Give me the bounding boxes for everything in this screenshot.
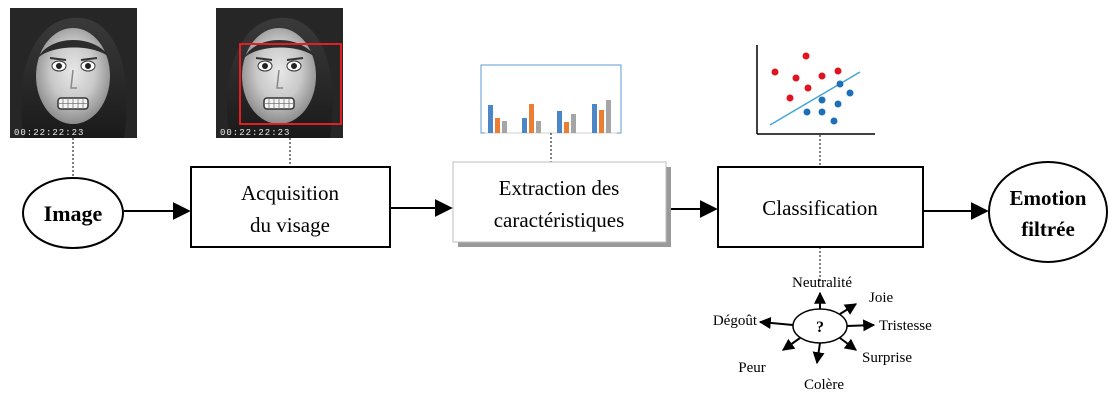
face-photo-2: 00:22:22:23 xyxy=(216,8,343,138)
bar-chart-icon xyxy=(480,64,622,134)
face-photo-1: 00:22:22:23 xyxy=(10,8,137,138)
flow-arrows xyxy=(124,199,989,220)
emotion-wheel-center: ? xyxy=(816,319,824,336)
acquisition-node: Acquisition du visage xyxy=(190,166,391,248)
emotion-output-node: Emotion filtrée xyxy=(988,161,1108,263)
face-detection-box xyxy=(239,43,342,125)
acquisition-label-line2: du visage xyxy=(250,213,330,237)
emotion-label: Colère xyxy=(804,377,844,393)
timecode-2: 00:22:22:23 xyxy=(220,128,290,138)
emotion-label: Surprise xyxy=(862,350,912,366)
emotion-output-line2: filtrée xyxy=(1021,217,1075,241)
acquisition-label-line1: Acquisition xyxy=(241,181,339,205)
emotion-label: Joie xyxy=(869,290,894,306)
emotion-label: Peur xyxy=(738,360,766,376)
timecode-1: 00:22:22:23 xyxy=(14,128,84,138)
extraction-label-line1: Extraction des xyxy=(499,176,620,200)
dashed-connectors xyxy=(72,133,821,283)
classification-node: Classification xyxy=(717,166,924,248)
extraction-label-line2: caractéristiques xyxy=(494,208,625,232)
emotion-label: Neutralité xyxy=(792,275,852,291)
emotion-output-line1: Emotion xyxy=(1009,186,1086,210)
extraction-node: Extraction des caractéristiques xyxy=(452,161,671,247)
classification-label: Classification xyxy=(762,196,878,220)
emotion-label: Dégoût xyxy=(713,313,758,329)
image-node-label: Image xyxy=(44,201,103,226)
emotion-label: Tristesse xyxy=(879,318,932,334)
scatter-plot-icon xyxy=(756,45,875,135)
emotion-wheel: ? Neutralité Joie Tristesse Surprise Col… xyxy=(713,275,932,393)
image-node: Image xyxy=(22,177,124,249)
